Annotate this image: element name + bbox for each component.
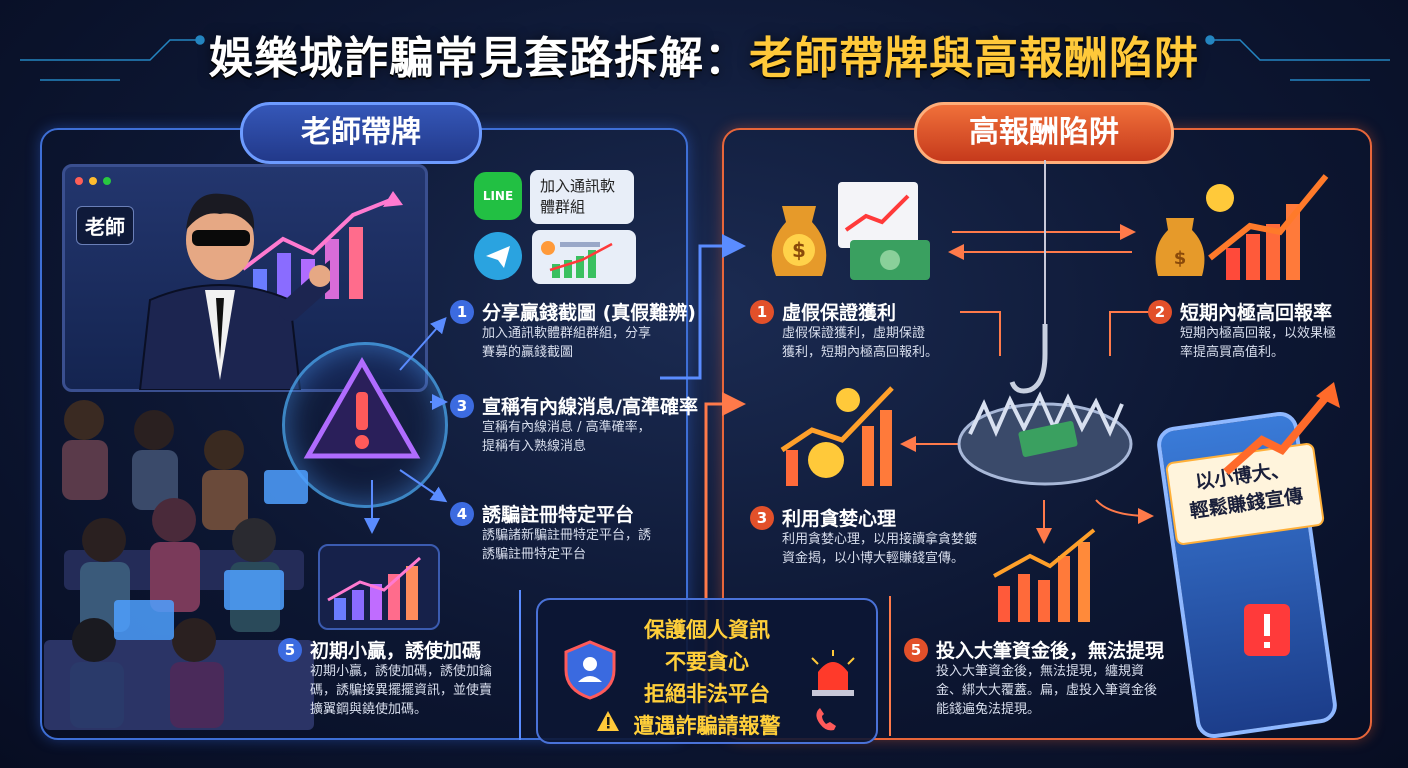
desc-line: 投入大筆資金後，無法提現，纏規資	[936, 664, 1145, 679]
desc-line: 能錢遍兔法提現。	[936, 702, 1041, 717]
desc-line: 初期小贏，誘使加碼，誘使加鑰	[310, 664, 493, 679]
desc-line: 資金揭，以小博大輕賺錢宣傳。	[782, 551, 965, 566]
step-title: 虛假保證獲利	[782, 302, 897, 324]
protect-line-2: 不要貪心	[665, 650, 749, 674]
audience-illustration	[44, 400, 314, 730]
high-return-chart-icon: $	[1155, 174, 1329, 280]
warning-icon	[303, 356, 421, 459]
growth-card	[318, 544, 440, 630]
teacher-label: 老師	[76, 206, 134, 245]
step-number: 5	[278, 638, 302, 662]
line-app-icon: LINE	[474, 172, 522, 220]
desc-line: 提稱有入熟線消息	[482, 439, 587, 454]
alert-triangle-icon	[597, 711, 619, 731]
left-step-4: 4 誘騙註冊特定平台	[450, 500, 634, 527]
right-header: 高報酬陷阱	[914, 102, 1174, 164]
desc-line: 誘騙註冊特定平台	[482, 547, 587, 562]
protect-box: 保護個人資訊 不要貪心 拒絕非法平台 遭遇詐騙請報警	[536, 598, 878, 744]
protect-line-1: 保護個人資訊	[644, 618, 770, 642]
desc-line: 宣稱有內線消息 / 高準確率，	[482, 420, 651, 435]
right-step-2: 2 短期內極高回報率	[1148, 298, 1332, 325]
protect-line-4: 遭遇詐騙請報警	[633, 714, 781, 738]
telegram-icon	[474, 232, 522, 280]
window-dot-red	[75, 177, 83, 185]
money-bag-icon: $	[771, 182, 930, 280]
left-step-5: 5 初期小贏，誘使加碼	[278, 636, 481, 663]
step-title: 初期小贏，誘使加碼	[310, 640, 482, 662]
left-step-3: 3 宣稱有內線消息/高準確率	[450, 392, 698, 419]
left-step-1-desc: 加入通訊軟體群組群組，分享 賽募的贏錢截圖	[482, 324, 651, 362]
svg-text:$: $	[792, 238, 806, 262]
left-header: 老師帶牌	[240, 102, 482, 164]
desc-line: 碼，誘騙接異擺擺資訊，並使賣	[310, 683, 493, 698]
left-step-3-desc: 宣稱有內線消息 / 高準確率， 提稱有入熟線消息	[482, 418, 651, 456]
phone-call-icon	[816, 708, 836, 731]
bear-trap-icon	[957, 324, 1133, 486]
left-step-5-desc: 初期小贏，誘使加碼，誘使加鑰 碼，誘騙接異擺擺資訊，並使賣 擴翼鋼與鐃使加碼。	[310, 662, 492, 719]
step-number: 1	[450, 300, 474, 324]
right-step-5-desc: 投入大筆資金後，無法提現，纏規資 金、綁大大覆蓋。扁，虛投入筆資金後 能錢遍兔法…	[936, 662, 1157, 719]
right-step-3-desc: 利用貪婪心理，以用接讀拿貪婪鍍 資金揭，以小博大輕賺錢宣傳。	[782, 530, 977, 568]
warning-ring	[282, 342, 448, 508]
desc-line: 擴翼鋼與鐃使加碼。	[310, 702, 428, 717]
presenter-figure	[138, 193, 330, 390]
desc-line: 虛假保證獲利，虛期保證	[782, 326, 926, 341]
step-title: 投入大筆資金後，無法提現	[936, 640, 1165, 662]
siren-icon	[811, 650, 855, 696]
right-step-3: 3 利用貪婪心理	[750, 504, 896, 531]
title-part2: 老師帶牌與高報酬陷阱	[749, 33, 1199, 84]
left-step-1: 1 分享贏錢截圖 (真假難辨)	[450, 298, 696, 325]
desc-line: 誘騙諸新騙註冊特定平台，誘	[482, 528, 652, 543]
step-title: 利用貪婪心理	[782, 508, 897, 530]
step-number: 5	[904, 638, 928, 662]
desc-line: 短期內極高回報，以效果極	[1180, 326, 1337, 341]
right-step-2-desc: 短期內極高回報，以效果極 率提高買高值利。	[1180, 324, 1336, 362]
screenshot-icon	[532, 230, 636, 284]
step-number: 3	[750, 506, 774, 530]
step-title: 短期內極高回報率	[1180, 302, 1333, 324]
chat-bubble: 加入通訊軟體群組	[530, 170, 634, 224]
page-title: 娛樂城詐騙常見套路拆解：老師帶牌與高報酬陷阱	[0, 22, 1408, 86]
right-step-1-desc: 虛假保證獲利，虛期保證 獲利，短期內極高回報利。	[782, 324, 938, 362]
svg-text:$: $	[1174, 248, 1187, 269]
window-dot-green	[103, 177, 111, 185]
step-number: 4	[450, 502, 474, 526]
step-number: 1	[750, 300, 774, 324]
desc-line: 賽募的贏錢截圖	[482, 345, 574, 360]
desc-line: 金、綁大大覆蓋。扁，虛投入筆資金後	[936, 683, 1158, 698]
desc-line: 加入通訊軟體群組群組，分享	[482, 326, 652, 341]
protect-line-3: 拒絕非法平台	[644, 682, 770, 706]
step-number: 2	[1148, 300, 1172, 324]
desc-line: 利用貪婪心理，以用接讀拿貪婪鍍	[782, 532, 978, 547]
phone-arrow-icon	[1223, 382, 1340, 475]
title-part1: 娛樂城詐騙常見套路拆解：	[209, 33, 749, 84]
step-title: 分享贏錢截圖 (真假難辨)	[482, 302, 696, 324]
desc-line: 獲利，短期內極高回報利。	[782, 345, 939, 360]
right-step-5: 5 投入大筆資金後，無法提現	[904, 636, 1164, 663]
left-step-4-desc: 誘騙諸新騙註冊特定平台，誘 誘騙註冊特定平台	[482, 526, 651, 564]
alert-badge-icon	[1244, 604, 1290, 656]
step-number: 3	[450, 394, 474, 418]
window-dot-yellow	[89, 177, 97, 185]
right-step-1: 1 虛假保證獲利	[750, 298, 896, 325]
growth-arrow-chart-icon	[993, 528, 1096, 622]
step-title: 誘騙註冊特定平台	[482, 504, 635, 526]
coins-chart-icon	[780, 386, 894, 486]
step-title: 宣稱有內線消息/高準確率	[482, 396, 698, 418]
desc-line: 率提高買高值利。	[1180, 345, 1285, 360]
shield-icon	[564, 640, 616, 700]
growth-chart-icon	[327, 556, 421, 620]
